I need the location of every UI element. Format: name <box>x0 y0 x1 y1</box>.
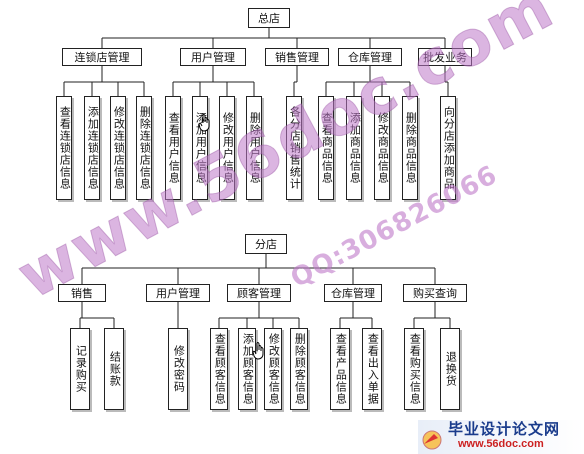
top-group-node: 批发业务 <box>418 48 472 66</box>
bottom-leaf-node: 删除顾客信息 <box>290 328 308 410</box>
top-leaf-node: 各分店销售统计 <box>286 96 302 200</box>
top-group-node: 连锁店管理 <box>62 48 142 66</box>
top-leaf-node: 删除商品信息 <box>402 96 418 200</box>
bottom-group-node: 顾客管理 <box>227 284 291 302</box>
top-leaf-node: 删除用户信息 <box>246 96 262 200</box>
bottom-leaf-node: 修改密码 <box>168 328 188 410</box>
bottom-leaf-node: 添加顾客信息 <box>238 328 256 410</box>
hand-cursor-icon <box>198 114 210 132</box>
top-leaf-node: 查看用户信息 <box>165 96 181 200</box>
top-leaf-node: 向分店添加商品 <box>440 96 456 200</box>
top-leaf-node: 查看商品信息 <box>318 96 334 200</box>
bottom-group-node: 仓库管理 <box>324 284 382 302</box>
bottom-leaf-node: 查看顾客信息 <box>210 328 228 410</box>
footer-url[interactable]: www.56doc.com <box>458 438 544 450</box>
top-group-node: 仓库管理 <box>338 48 402 66</box>
bottom-leaf-node: 记录购买 <box>70 328 90 410</box>
footer-logo-icon <box>418 420 584 454</box>
bottom-leaf-node: 修改顾客信息 <box>264 328 282 410</box>
top-leaf-node: 添加商品信息 <box>346 96 362 200</box>
top-group-node: 销售管理 <box>265 48 329 66</box>
bottom-group-node: 购买查询 <box>403 284 467 302</box>
bottom-leaf-node: 结账款 <box>104 328 124 410</box>
bottom-group-node: 用户管理 <box>146 284 210 302</box>
bottom-leaf-node: 查看出入单据 <box>362 328 382 410</box>
top-group-node: 用户管理 <box>180 48 246 66</box>
top-leaf-node: 修改商品信息 <box>374 96 390 200</box>
top-leaf-node: 删除连锁店信息 <box>136 96 152 200</box>
hand-cursor-icon <box>252 342 264 360</box>
top-leaf-node: 查看连锁店信息 <box>56 96 72 200</box>
bottom-group-node: 销售 <box>58 284 106 302</box>
bottom-leaf-node: 退换货 <box>440 328 460 410</box>
bottom-root-node: 分店 <box>245 234 287 254</box>
top-leaf-node: 修改用户信息 <box>219 96 235 200</box>
top-leaf-node: 修改连锁店信息 <box>110 96 126 200</box>
bottom-leaf-node: 查看购买信息 <box>404 328 424 410</box>
top-root-node: 总店 <box>248 8 290 28</box>
top-leaf-node: 添加连锁店信息 <box>84 96 100 200</box>
bottom-leaf-node: 查看产品信息 <box>330 328 350 410</box>
footer-title: 毕业设计论文网 <box>448 420 561 438</box>
